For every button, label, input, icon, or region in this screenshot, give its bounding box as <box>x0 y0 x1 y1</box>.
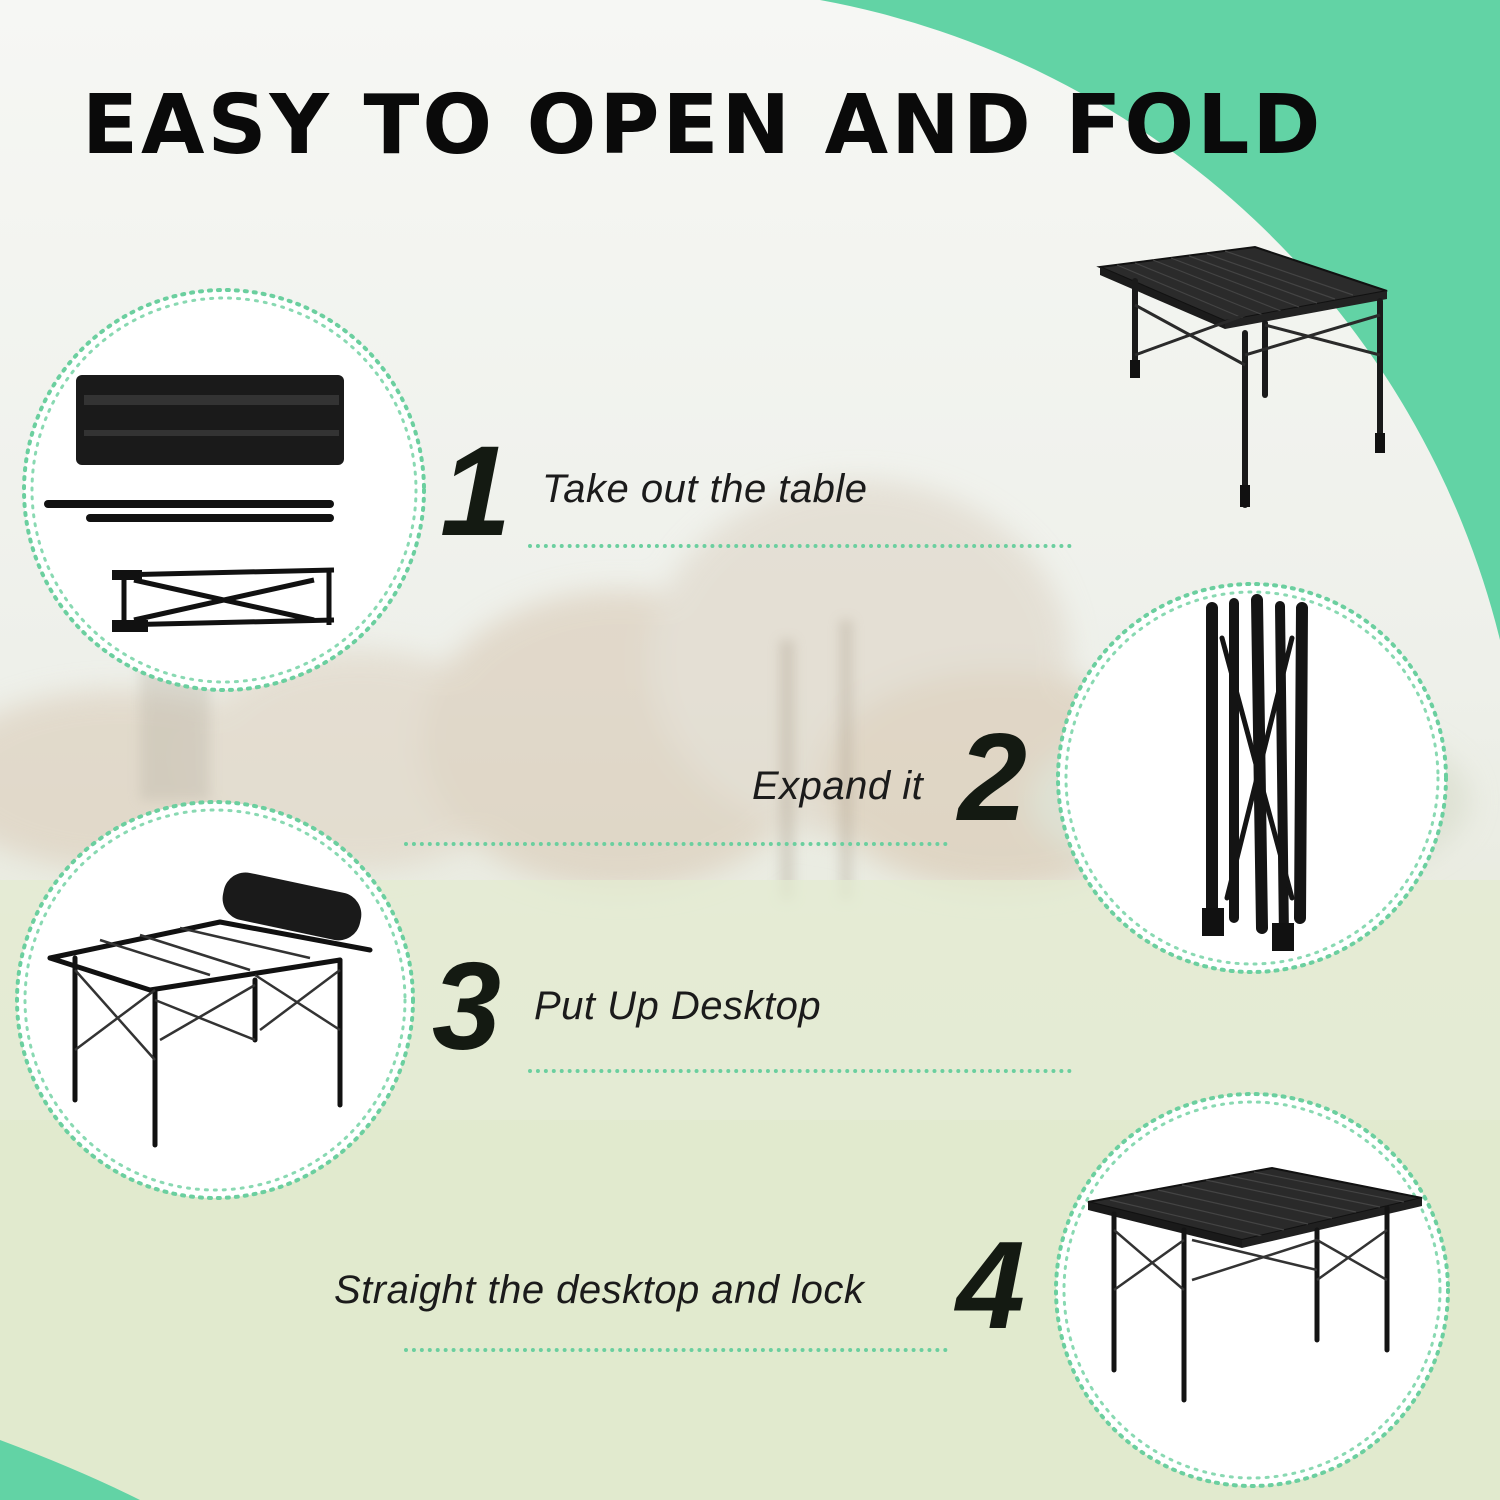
step1-circle <box>22 288 426 692</box>
step3-circle <box>15 800 415 1200</box>
headline: EASY TO OPEN AND FOLD <box>82 78 1324 173</box>
step2-label: Expand it <box>752 764 924 808</box>
step3-number: 3 <box>432 938 501 1076</box>
step4-divider <box>404 1348 948 1352</box>
step3-label: Put Up Desktop <box>534 984 822 1028</box>
frame-with-rolled-top-icon <box>47 872 373 1148</box>
step3-divider <box>528 1069 1072 1073</box>
square-table-icon <box>1096 245 1388 508</box>
step1-label: Take out the table <box>542 467 868 511</box>
step1-number: 1 <box>440 420 512 563</box>
step4-label: Straight the desktop and lock <box>334 1268 865 1312</box>
step4-number: 4 <box>956 1217 1025 1355</box>
folded-table-parts-icon <box>44 375 344 632</box>
step4-circle <box>1054 1092 1450 1488</box>
folded-frame-icon <box>1202 594 1308 951</box>
step2-circle <box>1056 582 1448 974</box>
rectangular-table-icon <box>1087 1166 1423 1403</box>
step1-divider <box>528 544 1072 548</box>
tree-trunks <box>140 620 852 900</box>
step2-number: 2 <box>958 709 1027 847</box>
step2-divider <box>404 842 948 846</box>
